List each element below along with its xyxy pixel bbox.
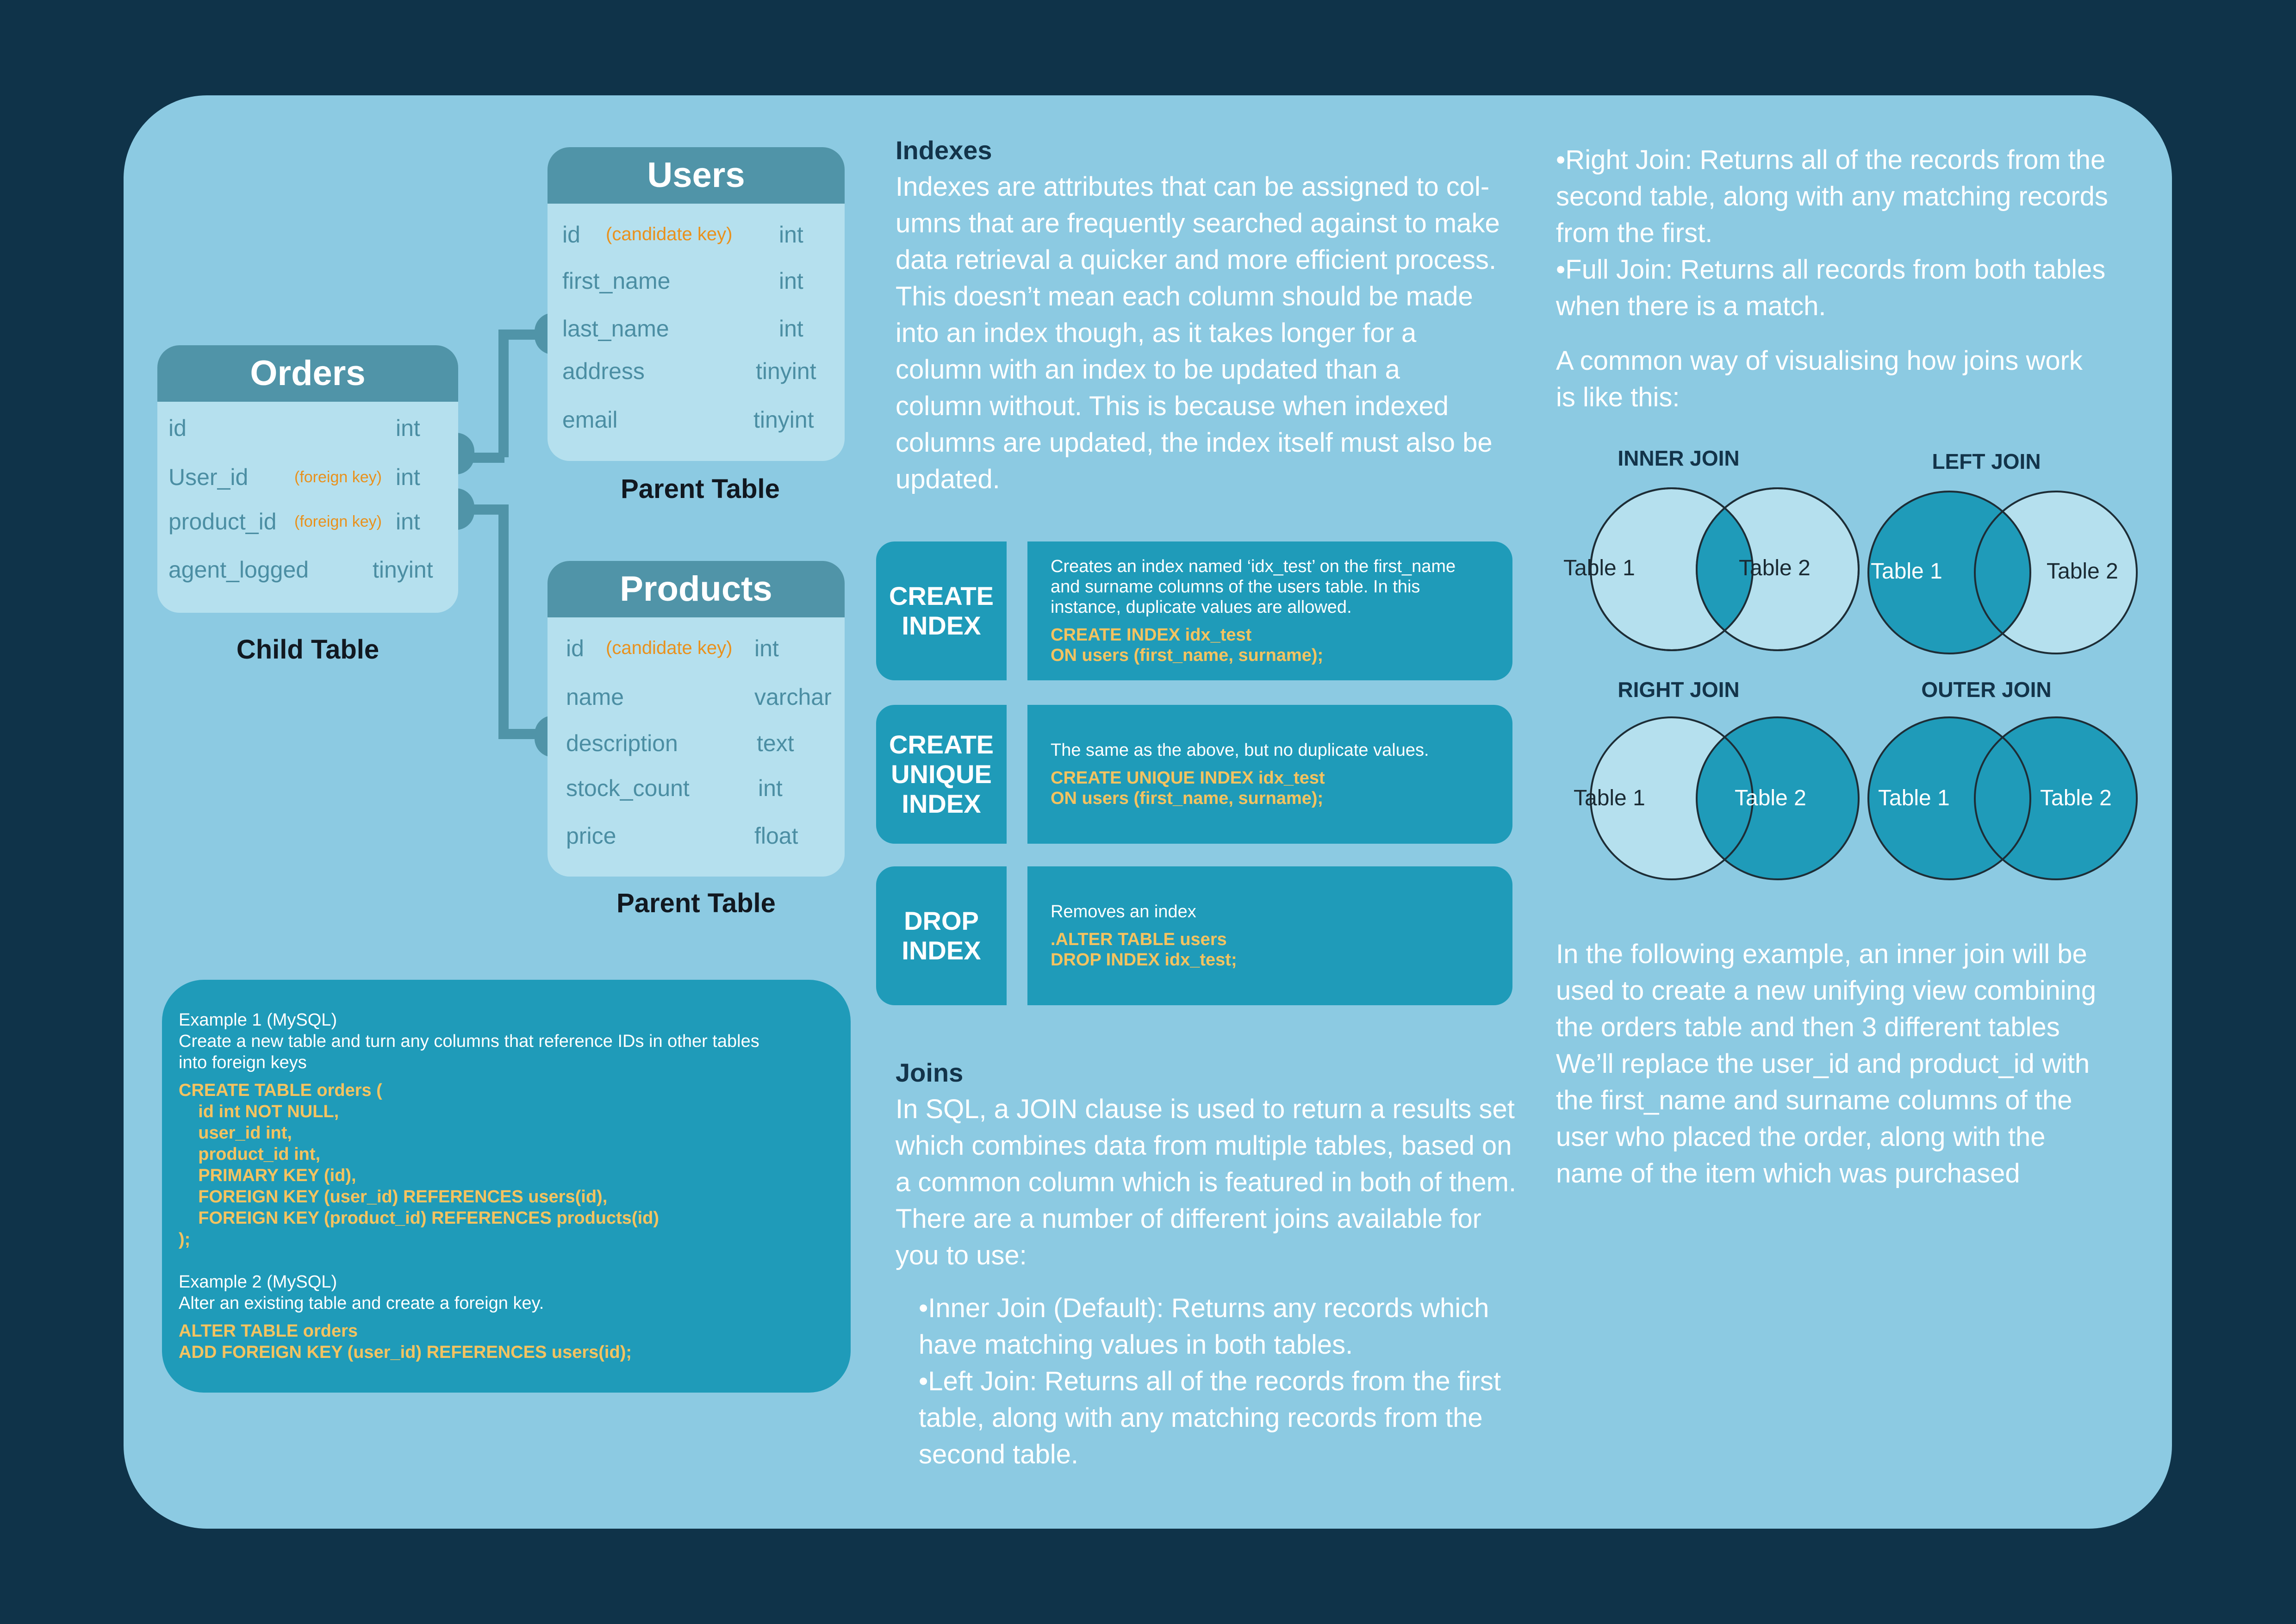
field-name: id <box>566 635 584 661</box>
users-table-title: Users <box>548 147 845 204</box>
products-table: Products id (candidate key) int name var… <box>548 561 845 877</box>
right-table1-label: Table 1 <box>1574 786 1645 810</box>
inner-table1-label: Table 1 <box>1563 556 1635 580</box>
key-note: (foreign key) <box>294 513 382 530</box>
field-name: product_id <box>168 509 277 535</box>
example-box: Example 1 (MySQL) Create a new table and… <box>162 980 851 1393</box>
field-name: address <box>562 358 645 384</box>
field-type: int <box>779 316 803 342</box>
connector-products <box>498 504 509 738</box>
field-name: first_name <box>562 268 671 294</box>
drop-index-desc: Removes an index <box>1051 902 1196 921</box>
venn-diagrams <box>1590 487 2138 880</box>
users-table: Users id (candidate key) int first_name … <box>548 147 845 461</box>
products-caption: Parent Table <box>616 888 776 918</box>
field-name: price <box>566 823 616 849</box>
example-1-desc: Create a new table and turn any columns … <box>179 1032 759 1072</box>
example-2-desc: Alter an existing table and create a for… <box>179 1294 544 1313</box>
right-table2-label: Table 2 <box>1735 786 1806 810</box>
field-name: User_id <box>168 464 249 490</box>
left-table2-label: Table 2 <box>2047 559 2118 584</box>
joins-heading: Joins <box>896 1058 964 1087</box>
outer-join-label: OUTER JOIN <box>1921 678 2052 702</box>
field-type: int <box>396 464 420 490</box>
field-name: last_name <box>562 316 669 342</box>
create-unique-index-info: The same as the above, but no duplicate … <box>1027 705 1512 844</box>
orders-caption: Child Table <box>236 635 380 665</box>
key-note: (candidate key) <box>606 224 733 244</box>
right-join-bullets: •Right Join: Returns all of the records … <box>1556 145 2108 321</box>
inner-join-venn <box>1590 487 1860 651</box>
right-join-venn <box>1590 716 1860 880</box>
visual-intro: A common way of visualising how joins wo… <box>1556 346 2083 412</box>
field-name: name <box>566 684 624 710</box>
left-table1-label: Table 1 <box>1871 559 1942 584</box>
field-type: tinyint <box>753 407 814 433</box>
left-join-label: LEFT JOIN <box>1932 449 2041 473</box>
field-type: int <box>396 415 420 441</box>
field-name: id <box>168 415 187 441</box>
outer-join-venn <box>1867 716 2138 880</box>
joins-bullets: •Inner Join (Default): Returns any recor… <box>919 1293 1501 1469</box>
key-note: (foreign key) <box>294 468 382 486</box>
right-join-label: RIGHT JOIN <box>1618 678 1740 702</box>
products-table-title: Products <box>548 561 845 617</box>
create-index-desc: Creates an index named ‘idx_test’ on the… <box>1051 557 1456 617</box>
field-type: varchar <box>754 684 832 710</box>
joins-body: In SQL, a JOIN clause is used to return … <box>896 1094 1517 1270</box>
inner-join-example-text: In the following example, an inner join … <box>1556 939 2097 1188</box>
field-type: tinyint <box>373 557 433 583</box>
key-note: (candidate key) <box>606 638 733 658</box>
create-index-info: Creates an index named ‘idx_test’ on the… <box>1027 541 1512 680</box>
field-name: agent_logged <box>168 557 309 583</box>
field-type: text <box>757 730 794 756</box>
connector-users <box>498 330 509 457</box>
field-name: description <box>566 730 678 756</box>
field-type: float <box>754 823 798 849</box>
users-caption: Parent Table <box>621 474 780 504</box>
outer-table2-label: Table 2 <box>2040 786 2112 810</box>
indexes-heading: Indexes <box>896 136 992 165</box>
field-type: int <box>754 635 779 661</box>
field-type: int <box>779 268 803 294</box>
create-unique-index-desc: The same as the above, but no duplicate … <box>1051 740 1429 760</box>
field-type: int <box>396 509 420 535</box>
field-name: stock_count <box>566 775 690 801</box>
orders-table-title: Orders <box>157 345 458 402</box>
field-name: email <box>562 407 618 433</box>
field-type: int <box>758 775 783 801</box>
example-1-title: Example 1 (MySQL) <box>179 1010 337 1030</box>
orders-table: Orders id int User_id (foreign key) int … <box>157 345 458 613</box>
example-2-title: Example 2 (MySQL) <box>179 1272 337 1292</box>
example-1-code: CREATE TABLE orders ( id int NOT NULL, u… <box>179 1081 660 1249</box>
left-join-venn <box>1867 491 2138 654</box>
field-type: tinyint <box>756 358 816 384</box>
indexes-body: Indexes are attributes that can be assig… <box>896 172 1500 494</box>
inner-join-label: INNER JOIN <box>1618 446 1740 470</box>
inner-table2-label: Table 2 <box>1739 556 1811 580</box>
field-type: int <box>779 222 803 248</box>
outer-table1-label: Table 1 <box>1878 786 1950 810</box>
field-name: id <box>562 222 580 248</box>
